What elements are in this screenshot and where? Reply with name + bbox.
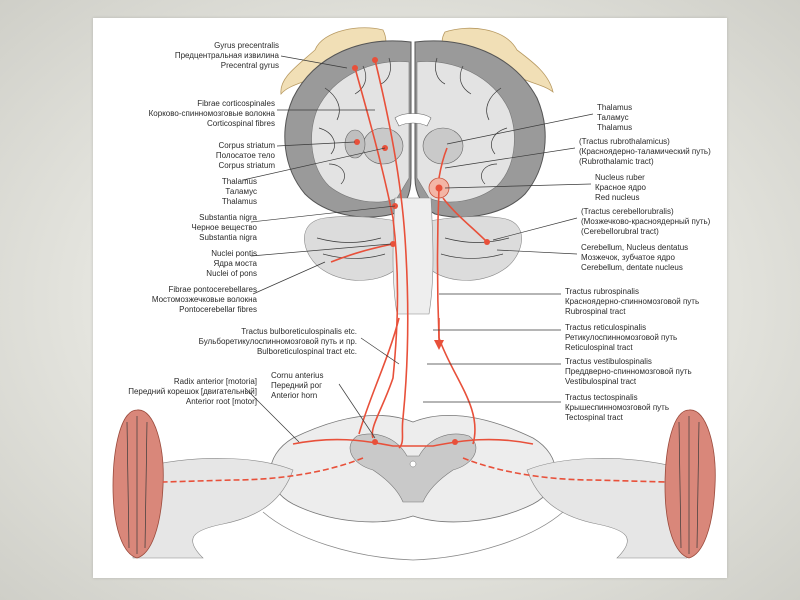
node-precentral-2 (372, 57, 378, 63)
node-striatum (354, 139, 360, 145)
muscle-left (112, 409, 164, 559)
brain-coronal-section (280, 27, 554, 218)
brainstem-cerebellum (304, 197, 522, 315)
corticospinal-tract (354, 67, 399, 439)
muscle-right (664, 409, 716, 559)
node-horn-right (452, 439, 458, 445)
central-canal (409, 460, 417, 468)
label-bulboreticular: Tractus bulboreticulospinalis etc.Бульбо… (199, 327, 357, 356)
leader-lines (242, 55, 594, 443)
motor-root-right (462, 457, 666, 483)
node-red-nucleus (435, 184, 443, 192)
spinal-cord-section (132, 415, 688, 561)
node-dentate (484, 239, 490, 245)
spinal-nerve-left (132, 458, 294, 559)
lateral-ventricles (394, 113, 432, 127)
descending-crossed (438, 337, 476, 445)
spinal-horizontal (292, 438, 534, 447)
motor-root-left (162, 457, 364, 483)
descending-arrow-head (434, 340, 444, 350)
vertebral-outline (262, 511, 564, 561)
spinal-nerve-right (526, 458, 688, 559)
gyri-contours (318, 57, 508, 185)
cerebellorubral-tract (442, 197, 488, 243)
cerebellum-folia (316, 237, 510, 259)
node-horn-left (372, 439, 378, 445)
corticospinal-tract-2 (374, 59, 409, 449)
grey-matter (349, 433, 477, 503)
label-radix-anterior: Radix anterior [motoria]Передний корешок… (128, 377, 257, 406)
node-pons (390, 241, 396, 247)
rubrothalamic-tract (438, 147, 448, 179)
label-rubrothalamic: (Tractus rubrothalamicus)(Красноядерно-т… (579, 137, 711, 166)
thalamus-right-shape (422, 127, 464, 165)
pontocerebellar-fibres (330, 243, 394, 263)
label-cerebellorubral: (Tractus cerebellorubralis)(Мозжечково-к… (581, 207, 711, 236)
node-precentral-1 (352, 65, 358, 71)
brainstem-shape (392, 197, 434, 315)
motor-pathways (162, 57, 666, 483)
bulboreticular-tract (358, 317, 400, 435)
left-white-matter (311, 61, 410, 203)
